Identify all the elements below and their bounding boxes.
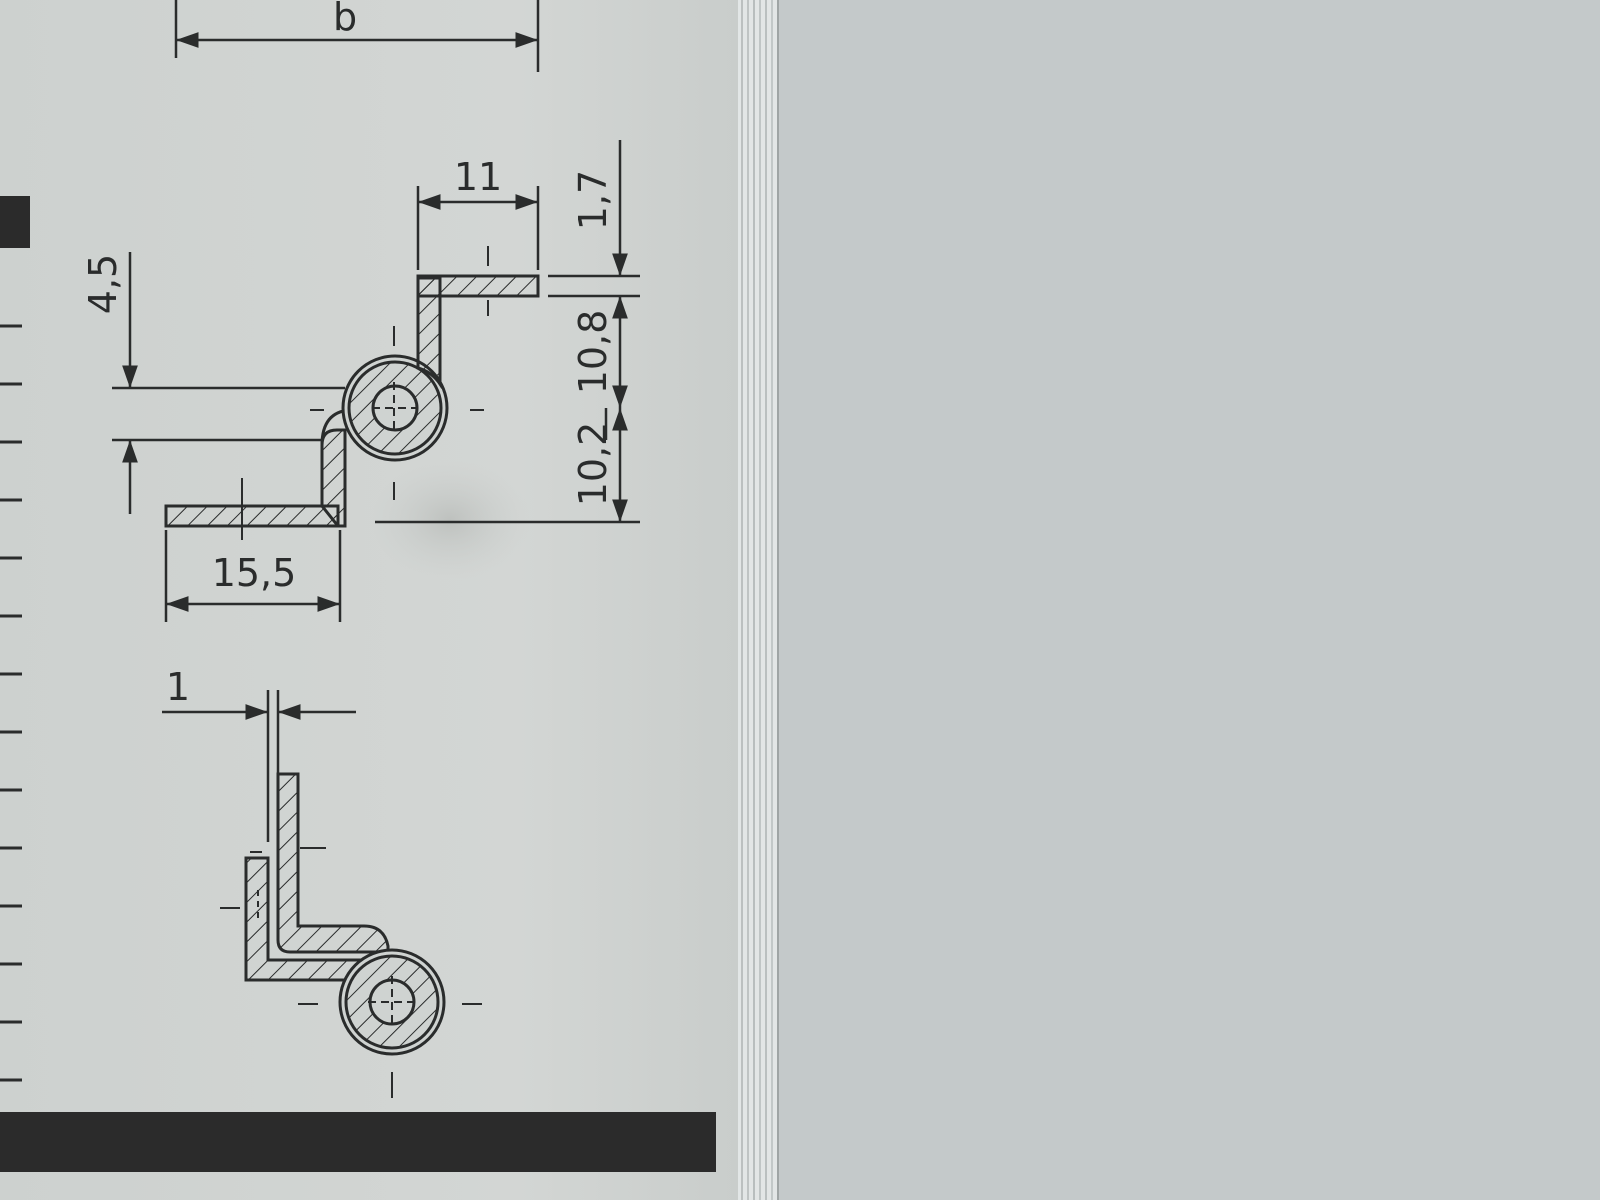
dimension-11 <box>416 186 540 270</box>
label-1-7: 1,7 <box>571 170 615 230</box>
hinge-bottom-profile <box>220 772 482 1098</box>
margin-tab <box>0 196 30 248</box>
hinge-top-profile <box>164 246 540 540</box>
dimension-b <box>174 0 540 72</box>
label-b: b <box>333 0 357 39</box>
dimension-right-stack <box>375 140 640 524</box>
dimension-15-5 <box>164 530 342 622</box>
label-15-5: 15,5 <box>212 551 297 595</box>
margin-ticks <box>0 324 22 1082</box>
label-4-5: 4,5 <box>81 254 125 314</box>
dimension-4-5 <box>112 252 345 514</box>
label-11: 11 <box>454 155 502 199</box>
footer-bar <box>0 1112 716 1172</box>
label-1: 1 <box>166 665 190 709</box>
label-10-8: 10,8 <box>571 310 615 395</box>
page-stack-edges <box>738 0 779 1200</box>
label-10-2: 10,2 <box>571 422 615 507</box>
paper-shadow <box>370 460 530 580</box>
